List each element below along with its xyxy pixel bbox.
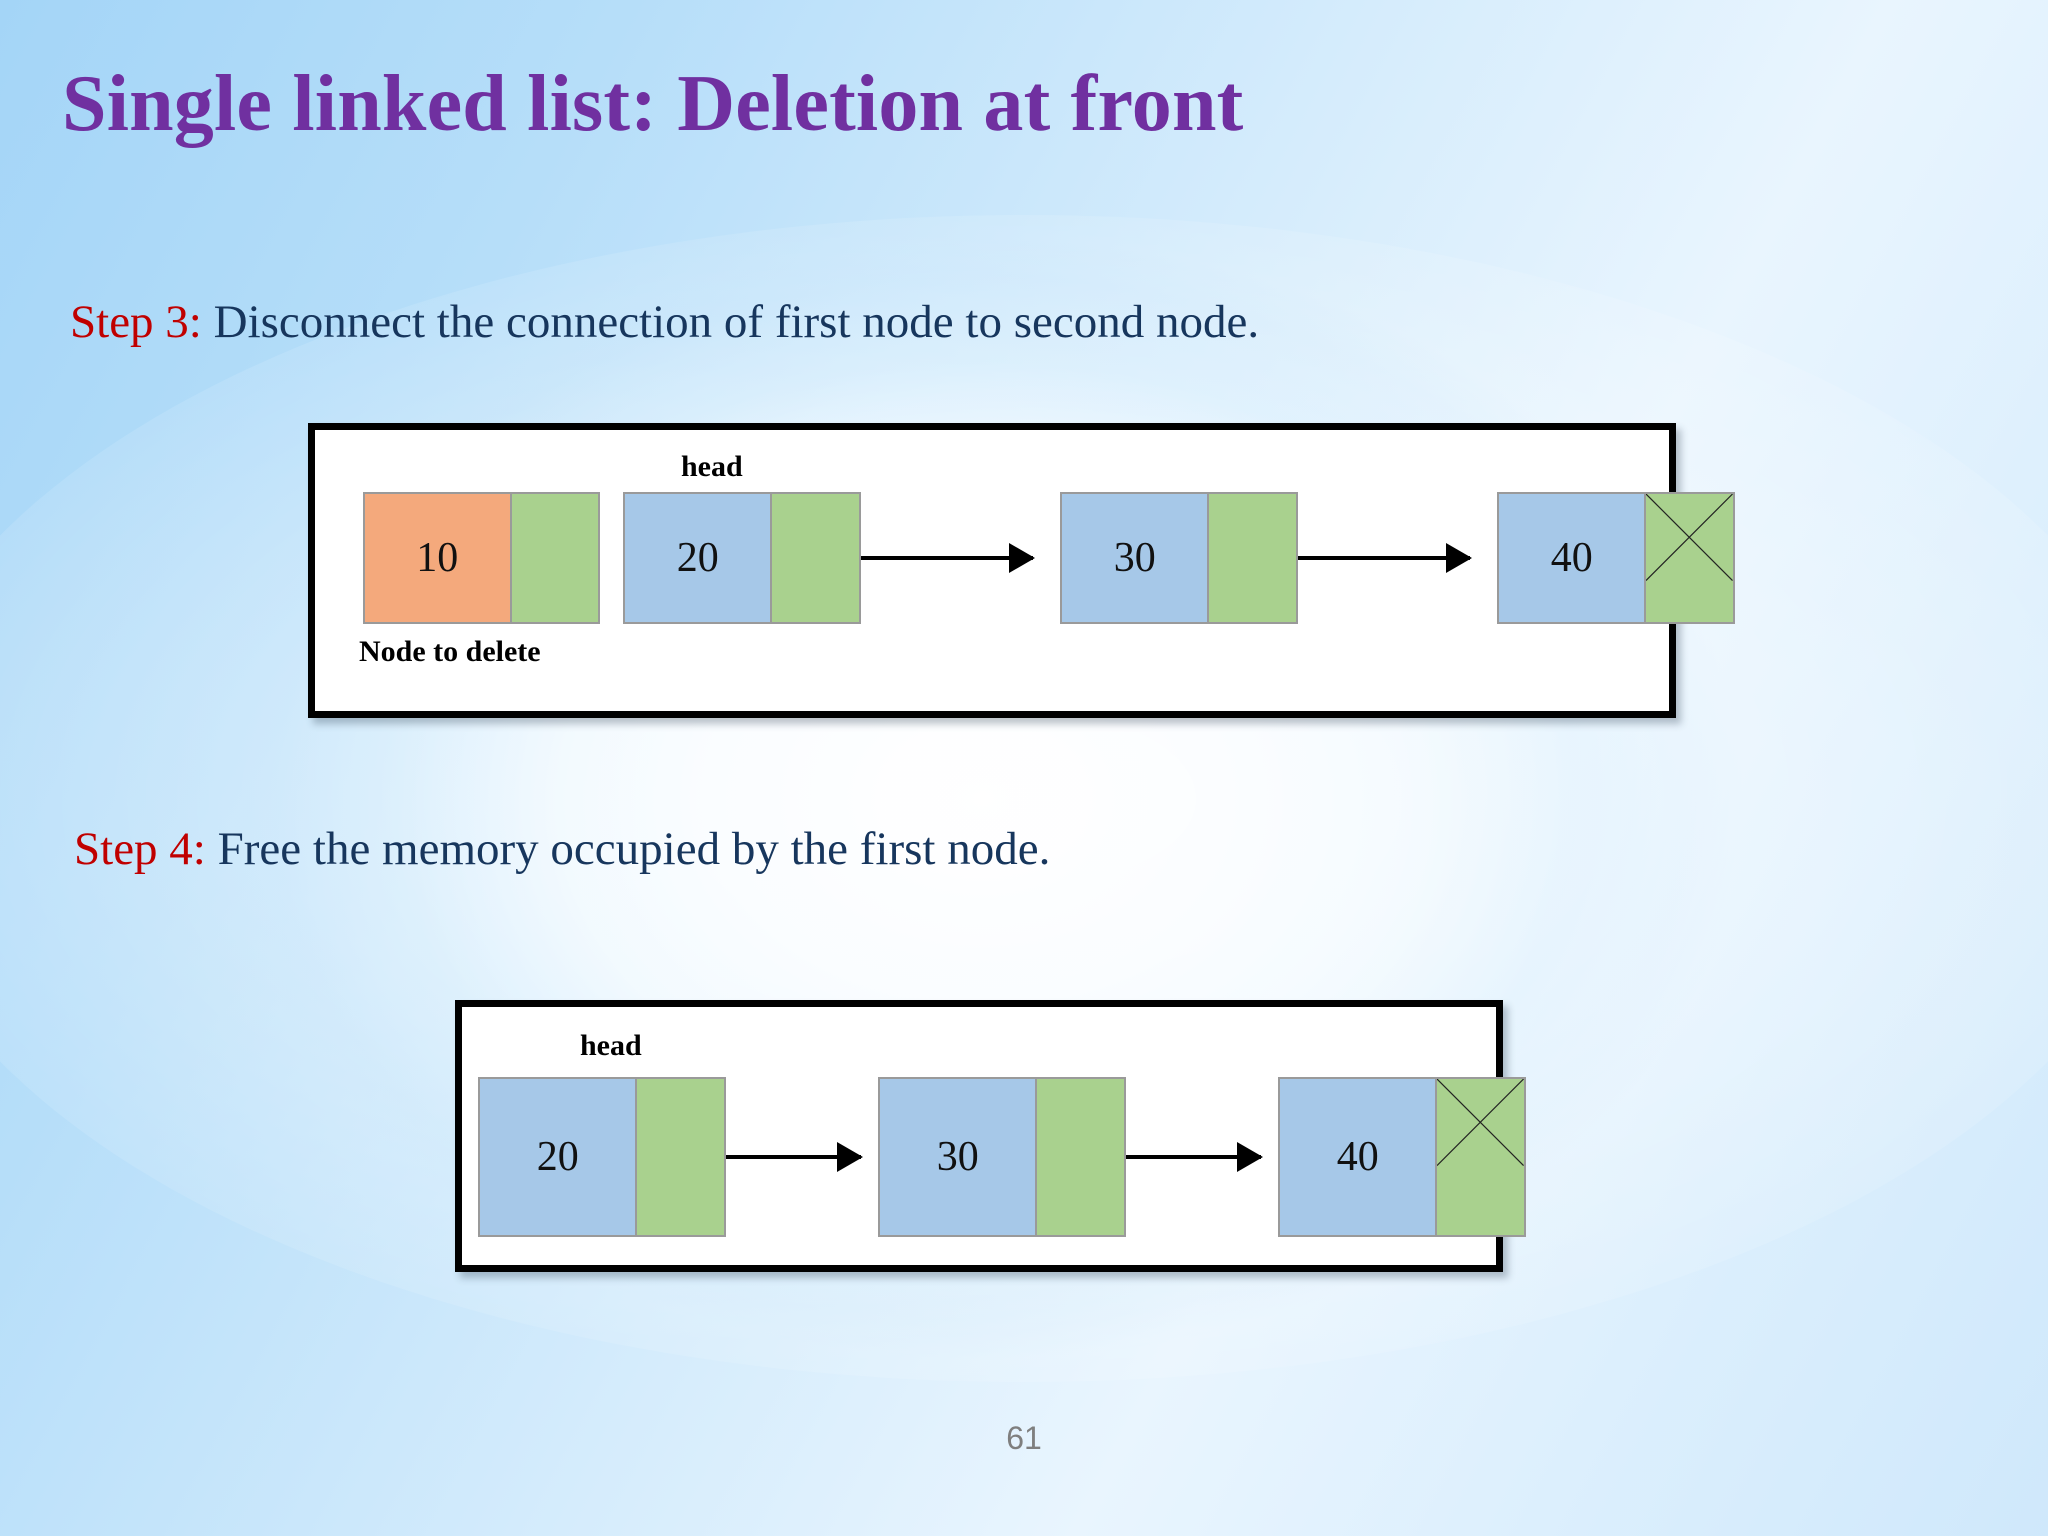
page-number: 61 — [1006, 1420, 1042, 1456]
step-4-body: Free the memory occupied by the first no… — [205, 823, 1051, 875]
diagram-step-3: head 10 Node to delete 20 30 — [308, 423, 1735, 718]
head-pointer-label-step3: head — [681, 450, 743, 483]
node-to-delete-label: Node to delete — [359, 635, 541, 668]
node-40-step4: 40 — [1278, 1077, 1526, 1237]
node-30-step4: 30 — [878, 1077, 1126, 1237]
node-20: 20 — [623, 492, 861, 624]
step-3-label: Step 3: — [70, 296, 202, 348]
node-40-step4-value: 40 — [1280, 1079, 1436, 1235]
node-20-step4: 20 — [478, 1077, 726, 1237]
page-title: Single linked list: Deletion at front — [62, 60, 1244, 148]
step-3-body: Disconnect the connection of first node … — [201, 296, 1260, 348]
node-40-step4-null-pointer — [1435, 1079, 1524, 1235]
head-pointer-label-step4: head — [580, 1029, 642, 1062]
node-30-value: 30 — [1062, 494, 1208, 622]
node-10-next-pointer — [509, 494, 598, 622]
step-4-text: Step 4: Free the memory occupied by the … — [74, 822, 1050, 876]
arrow-30-to-40-step4 — [1126, 1155, 1261, 1159]
null-x-icon — [1646, 494, 1733, 581]
node-10: 10 — [363, 492, 600, 624]
node-40-value: 40 — [1499, 494, 1645, 622]
step-3-text: Step 3: Disconnect the connection of fir… — [70, 295, 1259, 349]
arrow-20-to-30-step4 — [726, 1155, 861, 1159]
node-30-step4-value: 30 — [880, 1079, 1036, 1235]
node-20-step4-value: 20 — [480, 1079, 636, 1235]
arrow-20-to-30 — [861, 556, 1033, 560]
node-20-next-pointer — [770, 494, 859, 622]
node-40: 40 — [1497, 492, 1735, 624]
diagram-step-4: head 20 30 40 — [455, 1000, 1526, 1272]
node-40-null-pointer — [1644, 494, 1733, 622]
arrow-30-to-40 — [1298, 556, 1470, 560]
node-30-step4-next-pointer — [1035, 1079, 1124, 1235]
node-20-step4-next-pointer — [635, 1079, 724, 1235]
step-4-label: Step 4: — [74, 823, 206, 875]
null-x-icon — [1437, 1079, 1524, 1166]
node-20-value: 20 — [625, 494, 771, 622]
node-10-value: 10 — [365, 494, 510, 622]
node-30: 30 — [1060, 492, 1298, 624]
node-30-next-pointer — [1207, 494, 1296, 622]
